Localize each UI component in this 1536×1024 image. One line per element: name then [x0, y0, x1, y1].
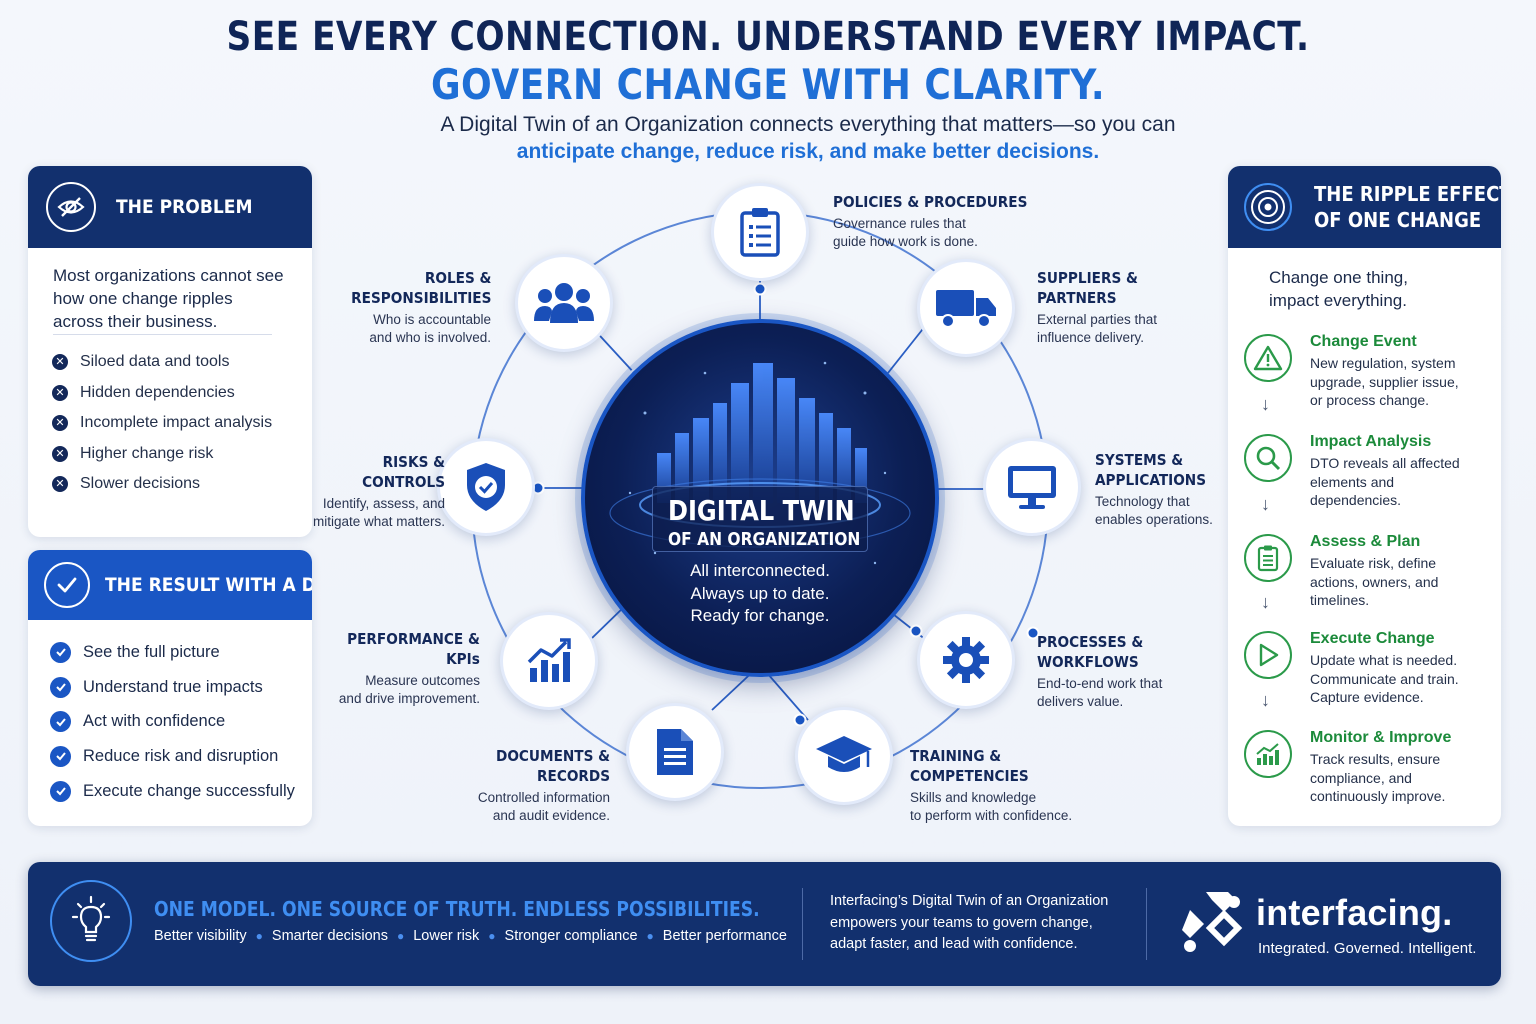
concentric-circles-icon [1242, 181, 1294, 233]
list-item: Reduce risk and disruption [50, 739, 312, 774]
list-item: ✕Siloed data and tools [52, 347, 312, 378]
list-item: ✕Slower decisions [52, 469, 312, 500]
monitor-icon [1008, 466, 1056, 509]
x-icon: ✕ [52, 476, 68, 493]
documents-node [626, 703, 724, 801]
check-icon [50, 780, 71, 802]
arrow-down-icon: ↓ [1261, 592, 1270, 612]
ripple-intro: Change one thing, impact everything. [1269, 268, 1408, 310]
list-item: ✕Incomplete impact analysis [52, 408, 312, 439]
check-icon [50, 641, 71, 663]
list-item: Execute change successfully [50, 774, 312, 809]
ripple-step-execute-change: Execute Change Update what is needed.Com… [1244, 630, 1494, 721]
hub-subtitle: OF AN ORGANIZATION [667, 529, 861, 550]
footer-divider [1146, 888, 1147, 960]
list-item: ✕Higher change risk [52, 439, 312, 470]
problem-divider [53, 334, 272, 335]
people-icon [534, 283, 594, 323]
result-card-header: THE RESULT WITH A DTO [28, 550, 312, 620]
footer-headline: ONE MODEL. ONE SOURCE OF TRUTH. ENDLESS … [154, 897, 760, 921]
truck-icon [936, 290, 996, 328]
brand-name: interfacing. [1256, 892, 1453, 933]
policies-node [711, 183, 809, 281]
subtitle-line-1: A Digital Twin of an Organization connec… [440, 113, 1176, 136]
arrow-down-icon: ↓ [1261, 690, 1270, 710]
hub-title: DIGITAL TWIN [667, 494, 855, 527]
list-item: See the full picture [50, 635, 312, 670]
result-card: THE RESULT WITH A DTO See the full pictu… [28, 550, 312, 826]
processes-node [917, 611, 1015, 709]
bar-chart-icon [527, 638, 571, 682]
problem-card-header: THE PROBLEM [28, 166, 312, 248]
footer-description: Interfacing’s Digital Twin of an Organiz… [830, 893, 1109, 952]
eye-slash-icon [46, 182, 96, 232]
problem-card: THE PROBLEM Most organizations cannot se… [28, 166, 312, 537]
check-icon [50, 676, 71, 698]
shield-check-icon [467, 463, 505, 511]
clipboard-list-icon [740, 208, 780, 257]
list-item: Understand true impacts [50, 670, 312, 705]
list-item: ✕Hidden dependencies [52, 378, 312, 409]
roles-node [515, 254, 613, 352]
check-circle-icon [44, 562, 90, 608]
result-list: See the full picture Understand true imp… [28, 620, 312, 808]
suppliers-node [917, 259, 1015, 357]
x-icon: ✕ [52, 415, 68, 432]
suppliers-label: SUPPLIERS & PARTNERS External parties th… [1037, 269, 1158, 345]
interfacing-logo-mark [1176, 888, 1246, 954]
problem-title: THE PROBLEM [116, 196, 253, 218]
play-icon [1244, 631, 1292, 679]
processes-label: PROCESSES & WORKFLOWS End-to-end work th… [1037, 633, 1163, 709]
result-title: THE RESULT WITH A DTO [105, 574, 312, 596]
arrow-down-icon: ↓ [1261, 394, 1270, 414]
documents-label: DOCUMENTS & RECORDS Controlled informati… [477, 747, 610, 823]
growth-chart-icon [1244, 730, 1292, 778]
x-icon: ✕ [52, 445, 68, 462]
ripple-step-impact-analysis: Impact Analysis DTO reveals all affected… [1244, 433, 1494, 524]
arrow-down-icon: ↓ [1261, 494, 1270, 514]
hub-title-box: DIGITAL TWIN OF AN ORGANIZATION [652, 486, 868, 552]
headline-line-2: GOVERN CHANGE WITH CLARITY. [430, 60, 1106, 109]
problem-list: ✕Siloed data and tools ✕Hidden dependenc… [28, 335, 312, 500]
problem-text: Most organizations cannot see how one ch… [53, 266, 284, 331]
lightbulb-icon [50, 880, 132, 962]
ripple-card-header: THE RIPPLE EFFECT OF ONE CHANGE [1228, 166, 1501, 248]
roles-label: ROLES & RESPONSIBILITIES Who is accounta… [350, 269, 491, 345]
brand-tagline: Integrated. Governed. Intelligent. [1258, 940, 1477, 957]
ripple-title-1: THE RIPPLE EFFECT [1314, 182, 1501, 206]
x-icon: ✕ [52, 384, 68, 401]
performance-node [500, 612, 598, 710]
x-icon: ✕ [52, 354, 68, 371]
subtitle-line-2: anticipate change, reduce risk, and make… [516, 140, 1100, 163]
ripple-card: THE RIPPLE EFFECT OF ONE CHANGE Change o… [1228, 166, 1501, 826]
footer-benefits: Better visibility● Smarter decisions● Lo… [154, 928, 787, 944]
check-icon [50, 745, 71, 767]
training-label: TRAINING & COMPETENCIES Skills and knowl… [910, 747, 1073, 823]
headline-line-1: SEE EVERY CONNECTION. UNDERSTAND EVERY I… [226, 14, 1310, 60]
warning-triangle-icon [1244, 334, 1292, 382]
check-icon [50, 711, 71, 733]
magnifier-icon [1244, 434, 1292, 482]
footer-divider [802, 888, 803, 960]
policies-label: POLICIES & PROCEDURES Governance rules t… [833, 193, 1028, 249]
list-item: Act with confidence [50, 704, 312, 739]
risks-node [437, 438, 535, 536]
document-icon [657, 729, 693, 775]
hub-tagline: All interconnected. Always up to date. R… [690, 561, 830, 625]
graduation-cap-icon [816, 736, 872, 772]
gear-icon [943, 637, 989, 683]
systems-node [983, 438, 1081, 536]
training-node [795, 707, 893, 805]
ripple-title-2: OF ONE CHANGE [1314, 208, 1482, 232]
footer-banner: ONE MODEL. ONE SOURCE OF TRUTH. ENDLESS … [28, 862, 1501, 986]
clipboard-icon [1244, 534, 1292, 582]
